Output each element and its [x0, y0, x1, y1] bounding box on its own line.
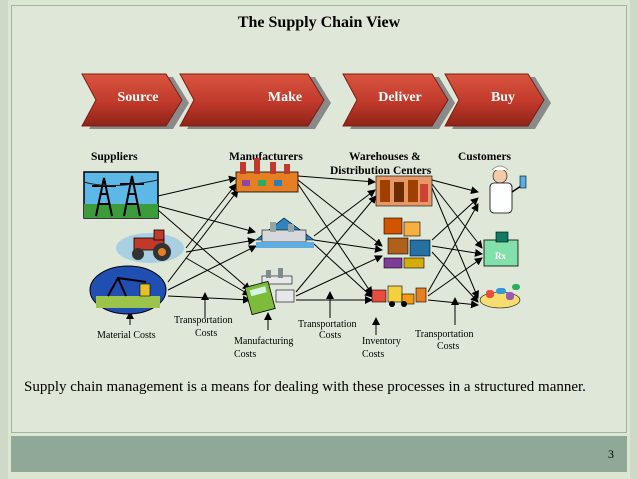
chevron-buy-shape [444, 73, 545, 127]
cost-label-material: Material Costs [97, 330, 156, 341]
plant-icon [255, 217, 315, 248]
cost-label-transport-2b: Costs [319, 330, 342, 341]
stage-label-buy: Buy [490, 90, 516, 105]
footer-bar [11, 436, 627, 472]
column-header-customers: Customers [458, 151, 512, 163]
scientist-icon [489, 165, 527, 214]
column-header-manufacturers: Manufacturers [229, 151, 303, 163]
factory-icon [235, 158, 299, 193]
page-number: 3 [608, 447, 614, 461]
cost-label-inventory-a: Inventory [362, 336, 401, 347]
chevron-deliver-shape [342, 73, 449, 127]
cost-pointers [126, 291, 459, 335]
column-header-suppliers: Suppliers [91, 151, 138, 163]
pharmacy-icon: Rx [483, 231, 519, 267]
cost-label-manufacturing-b: Costs [234, 349, 257, 360]
cost-label-transport-2a: Transportation [298, 319, 357, 330]
cost-label-inventory-b: Costs [362, 349, 385, 360]
chevron-source-shape [81, 73, 183, 127]
stage-label-source: Source [117, 90, 159, 105]
calculator-icon [244, 268, 295, 316]
power-lines-icon [83, 171, 159, 219]
stage-label-deliver: Deliver [378, 90, 422, 105]
pills-icon [479, 284, 521, 309]
oil-pump-icon [89, 265, 167, 315]
forklift-icon [371, 285, 427, 307]
stage-label-make: Make [267, 90, 303, 105]
chevron-make-shape [179, 73, 325, 127]
cost-label-transport-1a: Transportation [174, 315, 233, 326]
column-header-warehouses: Warehouses & [349, 151, 421, 163]
warehouse-icon [375, 175, 433, 207]
distribution-center-icon [383, 217, 431, 269]
summary-text: Supply chain management is a means for d… [24, 379, 586, 395]
cost-label-manufacturing-a: Manufacturing [234, 336, 294, 347]
column-header-distribution-centers: Distribution Centers [330, 165, 432, 177]
cost-label-transport-3b: Costs [437, 341, 460, 352]
svg-text:Rx: Rx [495, 251, 506, 261]
slide-title: The Supply Chain View [237, 14, 401, 31]
tractor-icon [116, 229, 184, 263]
cost-label-transport-1b: Costs [195, 328, 218, 339]
cost-label-transport-3a: Transportation [415, 329, 474, 340]
flow-arrows [157, 175, 483, 309]
